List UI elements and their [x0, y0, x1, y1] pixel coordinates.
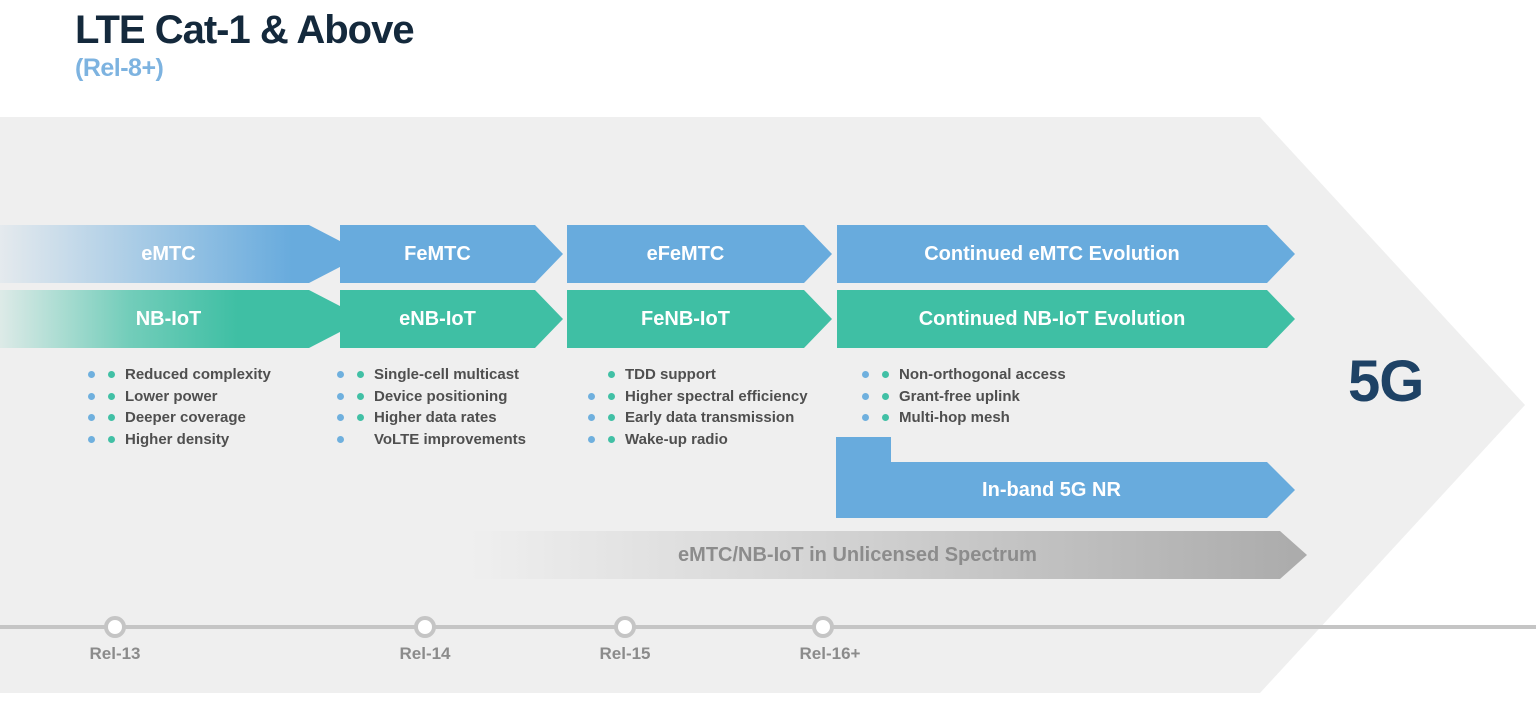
- feature-label: Lower power: [125, 387, 218, 405]
- nbiot-bullet-icon: [882, 414, 889, 422]
- feature-item: VoLTE improvements: [337, 429, 526, 451]
- features-rel-13: Reduced complexity Lower power Deeper co…: [88, 364, 271, 450]
- arrow-label: eFeMTC: [646, 242, 725, 265]
- feature-item: Non-orthogonal access: [862, 364, 1066, 386]
- emtc-bullet-icon: [862, 392, 869, 400]
- feature-item: Lower power: [88, 386, 271, 408]
- features-rel-15: TDD support Higher spectral efficiency E…: [588, 364, 808, 450]
- feature-label: Single-cell multicast: [374, 366, 520, 384]
- feature-item: TDD support: [588, 364, 808, 386]
- arrow-nbiot: NB-IoT: [0, 290, 365, 348]
- nbiot-bullet-icon: [882, 371, 889, 379]
- timeline-label-rel-15: Rel-15: [599, 644, 651, 663]
- nbiot-bullet-icon: [882, 392, 889, 400]
- timeline-node-rel-15: [614, 616, 636, 638]
- nbiot-bullet-icon: [108, 414, 115, 422]
- arrow-label: eMTC/NB-IoT in Unlicensed Spectrum: [678, 543, 1037, 566]
- nbiot-bullet-icon: [357, 414, 364, 422]
- page-subtitle: (Rel-8+): [75, 54, 164, 82]
- emtc-bullet-icon: [88, 371, 95, 379]
- timeline-axis: [0, 625, 1536, 629]
- nbiot-bullet-icon: [108, 435, 115, 443]
- feature-label: Higher spectral efficiency: [625, 387, 808, 405]
- nbiot-bullet-icon: [357, 392, 364, 400]
- timeline-node-rel-13: [104, 616, 126, 638]
- five-g-label: 5G: [1348, 349, 1424, 414]
- feature-label: Multi-hop mesh: [899, 409, 1010, 427]
- arrow-label: NB-IoT: [135, 307, 202, 330]
- arrow-femtc: FeMTC: [340, 225, 563, 283]
- nbiot-bullet-icon: [608, 392, 615, 400]
- emtc-bullet-icon: [88, 392, 95, 400]
- emtc-bullet-icon: [588, 435, 595, 443]
- emtc-bullet-icon: [862, 371, 869, 379]
- timeline-label-rel-14: Rel-14: [399, 644, 451, 663]
- feature-item: Reduced complexity: [88, 364, 271, 386]
- arrow-label: FeMTC: [404, 242, 471, 265]
- feature-item: Early data transmission: [588, 407, 808, 429]
- page-title: LTE Cat-1 & Above: [75, 8, 415, 52]
- feature-item: Grant-free uplink: [862, 386, 1066, 408]
- arrow-fenbiot: FeNB-IoT: [567, 290, 832, 348]
- arrow-label: Continued NB-IoT Evolution: [918, 307, 1186, 330]
- feature-item: Deeper coverage: [88, 407, 271, 429]
- feature-label: Deeper coverage: [125, 409, 246, 427]
- arrow-label: In-band 5G NR: [982, 478, 1121, 501]
- arrow-enbiot: eNB-IoT: [340, 290, 563, 348]
- feature-label: VoLTE improvements: [374, 430, 526, 448]
- arrow-label: Continued eMTC Evolution: [924, 242, 1180, 265]
- emtc-bullet-icon: [337, 435, 344, 443]
- arrow-label: eNB-IoT: [399, 307, 476, 330]
- nbiot-bullet-icon: [108, 371, 115, 379]
- feature-item: Higher density: [88, 429, 271, 451]
- arrow-label: eMTC: [141, 242, 196, 265]
- emtc-bullet-icon: [862, 414, 869, 422]
- emtc-bullet-icon: [337, 414, 344, 422]
- feature-label: TDD support: [625, 366, 716, 384]
- emtc-bullet-icon: [88, 435, 95, 443]
- feature-item: Multi-hop mesh: [862, 407, 1066, 429]
- header: LTE Cat-1 & Above (Rel-8+): [75, 8, 415, 83]
- feature-label: Higher data rates: [374, 409, 497, 427]
- nbiot-bullet-icon: [357, 371, 364, 379]
- feature-label: Device positioning: [374, 387, 508, 405]
- emtc-bullet-icon: [337, 392, 344, 400]
- feature-item: Higher data rates: [337, 407, 526, 429]
- feature-label: Higher density: [125, 430, 230, 448]
- arrow-unlicensed-spectrum: eMTC/NB-IoT in Unlicensed Spectrum: [470, 531, 1307, 579]
- feature-item: Single-cell multicast: [337, 364, 526, 386]
- 5g-direction-background-arrow: [0, 117, 1525, 693]
- feature-item: Device positioning: [337, 386, 526, 408]
- emtc-bullet-icon: [588, 392, 595, 400]
- features-rel-16: Non-orthogonal access Grant-free uplink …: [862, 364, 1066, 429]
- emtc-bullet-icon: [337, 371, 344, 379]
- nbiot-bullet-icon: [108, 392, 115, 400]
- arrow-continued-emtc-evolution: Continued eMTC Evolution: [837, 225, 1295, 283]
- arrow-emtc: eMTC: [0, 225, 365, 283]
- arrow-label: FeNB-IoT: [641, 307, 730, 330]
- feature-label: Non-orthogonal access: [899, 366, 1066, 384]
- features-rel-14: Single-cell multicast Device positioning…: [337, 364, 526, 450]
- feature-label: Grant-free uplink: [899, 387, 1020, 405]
- feature-item: Higher spectral efficiency: [588, 386, 808, 408]
- emtc-bullet-icon: [88, 414, 95, 422]
- feature-label: Wake-up radio: [625, 430, 728, 448]
- timeline-label-rel-13: Rel-13: [89, 644, 141, 663]
- timeline-node-rel-14: [414, 616, 436, 638]
- nbiot-bullet-icon: [608, 371, 615, 379]
- arrow-efemtc: eFeMTC: [567, 225, 832, 283]
- arrow-continued-nbiot-evolution: Continued NB-IoT Evolution: [837, 290, 1295, 348]
- emtc-bullet-icon: [588, 414, 595, 422]
- feature-label: Reduced complexity: [125, 366, 271, 384]
- feature-label: Early data transmission: [625, 409, 795, 427]
- feature-item: Wake-up radio: [588, 429, 808, 451]
- timeline-node-rel-16: [812, 616, 834, 638]
- nbiot-bullet-icon: [608, 435, 615, 443]
- timeline-label-rel-16: Rel-16+: [799, 644, 861, 663]
- nbiot-bullet-icon: [608, 414, 615, 422]
